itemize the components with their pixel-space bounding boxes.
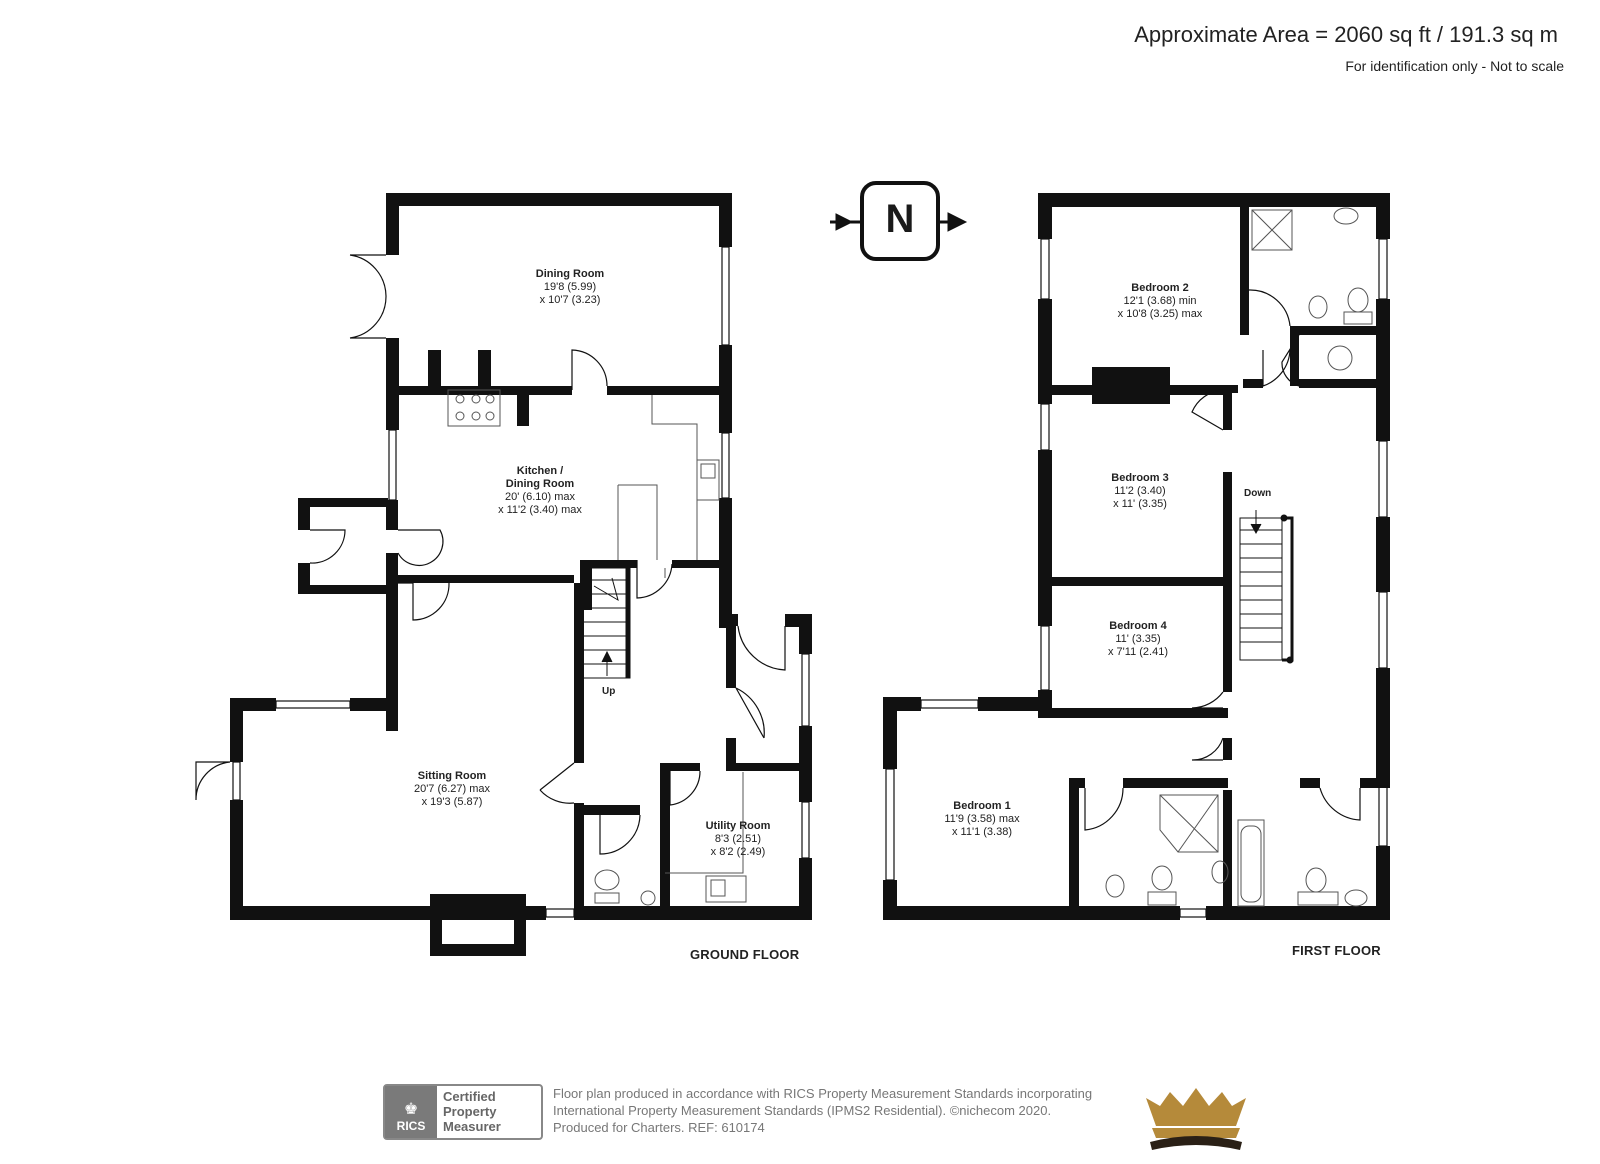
room-dimension: 11'2 (3.40) xyxy=(1114,485,1166,497)
first-floor-doors xyxy=(1084,289,1361,831)
room-dimension: x 11'2 (3.40) max xyxy=(498,504,582,516)
first-floor-windows xyxy=(885,238,1388,918)
room-name: Bedroom 3 xyxy=(1111,472,1169,484)
stairs-up-label: Up xyxy=(602,686,616,697)
kitchen-fixtures xyxy=(447,389,747,906)
room-sitting-room: Sitting Room 20'7 (6.27) max x 19'3 (5.8… xyxy=(392,770,512,809)
rics-logo: ♚ RICS xyxy=(385,1086,437,1138)
footer-disclaimer: Floor plan produced in accordance with R… xyxy=(553,1085,1092,1136)
ground-floor-walls xyxy=(230,193,812,956)
ground-floor-doors xyxy=(195,254,786,855)
ground-floor-windows xyxy=(232,246,810,918)
badge-line: Property xyxy=(443,1104,497,1119)
stairs-down-label: Down xyxy=(1244,488,1272,499)
footer-line: Produced for Charters. REF: 610174 xyxy=(553,1120,765,1135)
room-name: Bedroom 4 xyxy=(1109,620,1167,632)
first-floor-fixtures xyxy=(1105,207,1373,907)
room-dimension: 12'1 (3.68) min xyxy=(1123,295,1197,307)
first-floor-stairs xyxy=(1239,510,1294,664)
room-bedroom-4: Bedroom 4 11' (3.35) x 7'11 (2.41) xyxy=(1078,620,1198,659)
approximate-area: Approximate Area = 2060 sq ft / 191.3 sq… xyxy=(1134,22,1558,47)
room-dimension: 19'8 (5.99) xyxy=(543,281,597,293)
first-floor-label: FIRST FLOOR xyxy=(1292,943,1381,958)
badge-line: Measurer xyxy=(443,1119,501,1134)
room-dimension: x 19'3 (5.87) xyxy=(421,796,483,808)
compass-rose xyxy=(830,181,968,261)
room-utility-room: Utility Room 8'3 (2.51) x 8'2 (2.49) xyxy=(688,820,788,859)
room-bedroom-2: Bedroom 2 12'1 (3.68) min x 10'8 (3.25) … xyxy=(1090,282,1230,321)
room-dimension: x 10'7 (3.23) xyxy=(539,294,601,306)
room-dimension: x 8'2 (2.49) xyxy=(710,846,766,858)
room-dimension: 20'7 (6.27) max xyxy=(413,783,491,795)
room-dimension: 11'9 (3.58) max xyxy=(944,813,1020,825)
room-dining-room: Dining Room 19'8 (5.99) x 10'7 (3.23) xyxy=(510,268,630,307)
room-bedroom-3: Bedroom 3 11'2 (3.40) x 11' (3.35) xyxy=(1080,472,1200,511)
ground-floor-label: GROUND FLOOR xyxy=(690,947,800,962)
room-name: Kitchen / xyxy=(516,465,564,477)
footer-line: Floor plan produced in accordance with R… xyxy=(553,1086,1093,1101)
room-dimension: x 11' (3.35) xyxy=(1113,498,1167,510)
room-name: Dining Room xyxy=(535,268,605,280)
room-name: Utility Room xyxy=(705,820,771,832)
room-bedroom-1: Bedroom 1 11'9 (3.58) max x 11'1 (3.38) xyxy=(922,800,1042,839)
room-dimension: 20' (6.10) max xyxy=(505,491,575,503)
first-floor-walls xyxy=(883,193,1390,920)
rics-certified-badge: ♚ RICS Certified Property Measurer xyxy=(383,1084,543,1140)
room-dimension: x 11'1 (3.38) xyxy=(952,826,1012,838)
rics-lion-icon: ♚ xyxy=(403,1101,419,1118)
room-dimension: x 10'8 (3.25) max xyxy=(1117,308,1203,320)
rics-brand: RICS xyxy=(396,1119,426,1133)
rics-badge-text: Certified Property Measurer xyxy=(437,1086,541,1138)
room-name: Bedroom 1 xyxy=(953,800,1011,812)
ground-floor-stairs xyxy=(584,567,631,679)
room-dimension: x 7'11 (2.41) xyxy=(1108,646,1168,658)
room-name: Bedroom 2 xyxy=(1131,282,1189,294)
room-dimension: 11' (3.35) xyxy=(1115,633,1161,645)
room-kitchen-dining: Kitchen / Dining Room 20' (6.10) max x 1… xyxy=(480,465,600,517)
room-name: Sitting Room xyxy=(417,770,487,782)
scale-note: For identification only - Not to scale xyxy=(1345,58,1564,74)
compass-letter: N xyxy=(885,197,915,241)
badge-line: Certified xyxy=(443,1089,496,1104)
crown-logo xyxy=(1146,1088,1246,1150)
room-name: Dining Room xyxy=(505,478,575,490)
footer-line: International Property Measurement Stand… xyxy=(553,1103,1052,1118)
room-dimension: 8'3 (2.51) xyxy=(714,833,762,845)
